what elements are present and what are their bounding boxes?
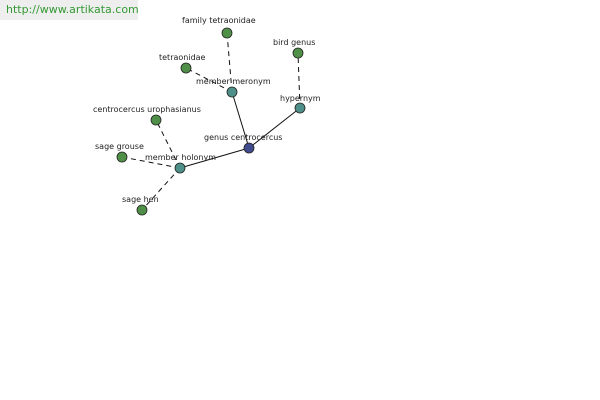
node-tetraonidae[interactable]: tetraonidae <box>159 53 206 74</box>
node-sage-grouse[interactable]: sage grouse <box>95 142 144 163</box>
node-member-holonym-dot[interactable] <box>174 162 186 174</box>
node-tetraonidae-dot[interactable] <box>180 62 192 74</box>
node-genus-centrocercus-dot[interactable] <box>243 142 255 154</box>
edge-holonym-sage-grouse <box>121 156 181 169</box>
node-hypernym-dot[interactable] <box>294 102 306 114</box>
watermark-link[interactable]: http://www.artikata.com <box>0 0 139 20</box>
node-member-meronym-label: member meronym <box>196 77 271 86</box>
edge-holonym-sage-hen <box>141 167 181 211</box>
node-member-holonym[interactable]: member holonym <box>145 153 216 174</box>
node-sage-grouse-dot[interactable] <box>116 151 128 163</box>
node-genus-centrocercus[interactable]: genus centrocercus <box>204 133 282 154</box>
node-family-tetraonidae-label: family tetraonidae <box>182 16 256 25</box>
edge-meronym-family-tetraonidae <box>226 32 233 93</box>
node-member-holonym-label: member holonym <box>145 153 216 162</box>
node-hypernym[interactable]: hypernym <box>280 94 321 114</box>
node-family-tetraonidae[interactable]: family tetraonidae <box>182 16 256 39</box>
node-genus-centrocercus-label: genus centrocercus <box>204 133 282 142</box>
edge-root-member-holonym <box>179 147 250 169</box>
edge-hypernym-bird-genus <box>297 52 301 109</box>
node-sage-hen-dot[interactable] <box>136 204 148 216</box>
node-member-meronym-dot[interactable] <box>226 86 238 98</box>
node-bird-genus-label: bird genus <box>273 38 315 47</box>
node-hypernym-label: hypernym <box>280 94 321 103</box>
node-member-meronym[interactable]: member meronym <box>196 77 271 98</box>
node-sage-hen[interactable]: sage hen <box>122 195 159 216</box>
node-tetraonidae-label: tetraonidae <box>159 53 206 62</box>
node-centrocercus-urophasianus-label: centrocercus urophasianus <box>93 105 201 114</box>
node-centrocercus-urophasianus[interactable]: centrocercus urophasianus <box>93 105 201 126</box>
node-bird-genus-dot[interactable] <box>292 47 304 59</box>
edge-root-hypernym <box>248 107 301 149</box>
node-centrocercus-urophasianus-dot[interactable] <box>150 114 162 126</box>
node-family-tetraonidae-dot[interactable] <box>221 27 233 39</box>
node-sage-grouse-label: sage grouse <box>95 142 144 151</box>
node-bird-genus[interactable]: bird genus <box>273 38 315 59</box>
edge-root-member-meronym <box>231 91 250 149</box>
node-sage-hen-label: sage hen <box>122 195 159 204</box>
